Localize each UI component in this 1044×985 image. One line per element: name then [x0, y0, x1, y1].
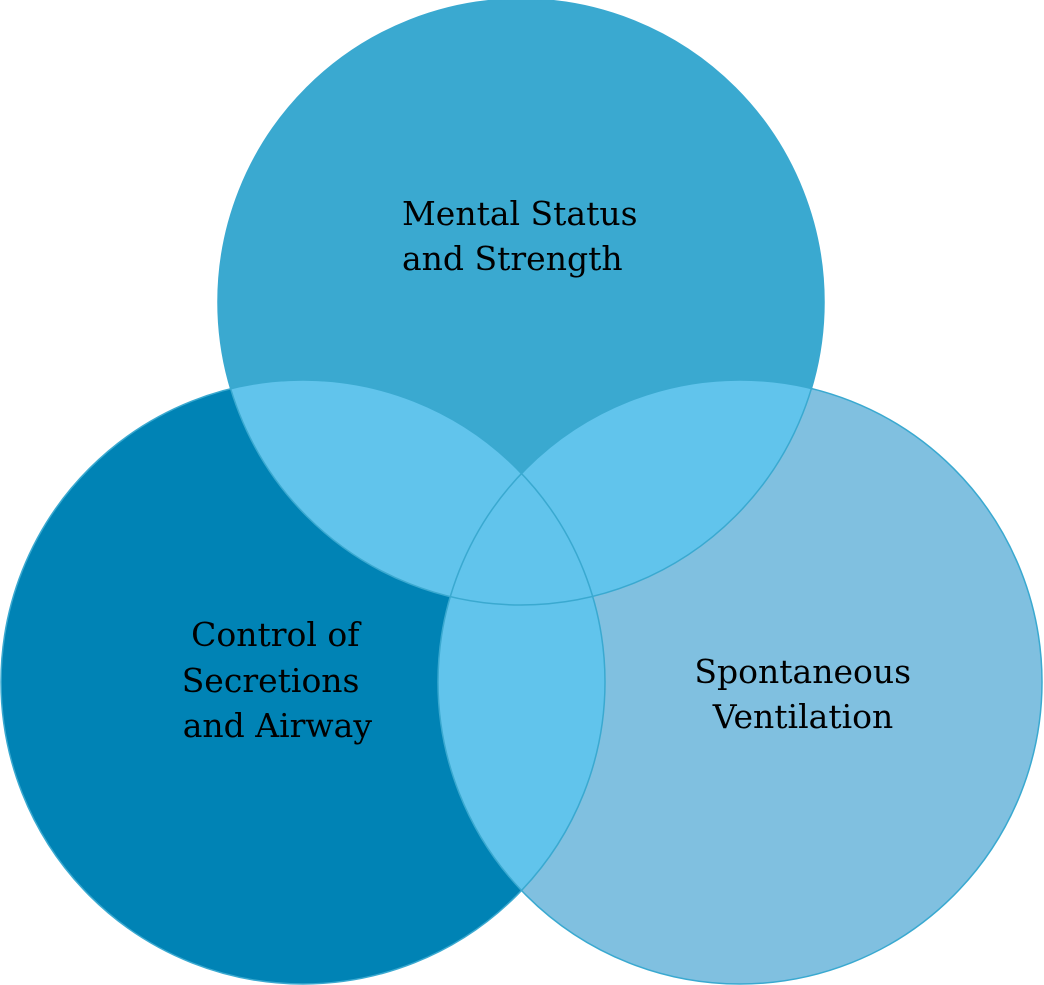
label-line: Ventilation — [712, 697, 894, 736]
label-top: Mental Status and Strength — [402, 194, 648, 278]
outline-top — [217, 0, 825, 606]
label-line: and Airway — [183, 706, 373, 745]
overlap-top-left — [218, 380, 605, 605]
outline-right — [437, 379, 1043, 985]
overlap-top-right — [438, 380, 824, 605]
label-left: Control of Secretions and Airway — [182, 615, 373, 745]
label-right: Spontaneous Ventilation — [694, 652, 921, 736]
label-line: Control of — [191, 615, 362, 654]
label-line: Mental Status — [402, 194, 638, 233]
label-line: Spontaneous — [694, 652, 911, 691]
label-line: Secretions — [182, 661, 360, 700]
label-line: and Strength — [402, 239, 623, 278]
outline-left — [0, 379, 606, 985]
